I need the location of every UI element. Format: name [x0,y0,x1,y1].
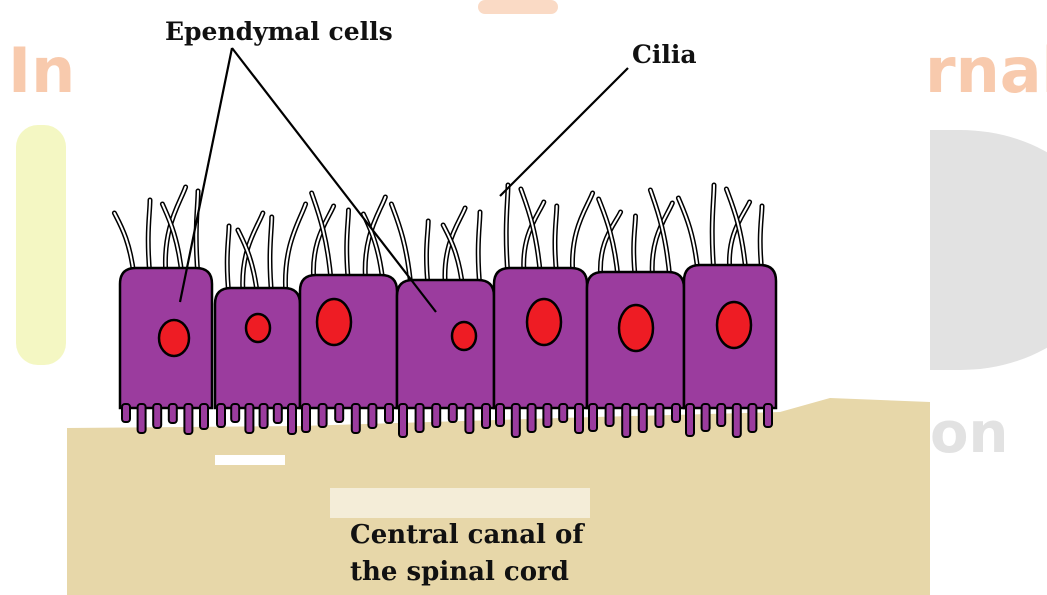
cilia [227,204,305,296]
ependymal-cell [114,187,212,434]
pointer-line-ependymal-2 [232,48,436,312]
basal-process [335,404,343,422]
label-canal-line2: the spinal cord [350,557,569,587]
basal-process [528,404,536,432]
basal-process [153,404,161,428]
basal-process [622,404,630,437]
basal-process [543,404,551,427]
cells-layer [114,185,776,437]
basal-process [606,404,614,426]
watermark-yellow-bar [16,125,66,365]
basal-process [764,404,772,427]
basal-process [260,404,268,428]
nucleus [317,299,351,345]
basal-process [352,404,360,433]
basal-process [672,404,680,422]
basal-process [686,404,694,436]
watermark-top-blob [478,0,558,14]
basal-process [184,404,192,434]
basal-process [274,404,282,423]
cilia [312,193,386,283]
basal-process [465,404,473,433]
basal-process [575,404,583,433]
basal-process [245,404,253,433]
nucleus [527,299,561,345]
ependymal-cell [300,193,397,433]
pointer-line-ependymal-1 [180,48,232,302]
ependymal-cell [678,185,776,437]
ependymal-cell [391,204,494,437]
nucleus [717,302,751,348]
cilia [114,187,198,276]
basal-process [512,404,520,437]
basal-process [589,404,597,431]
pointer-line-cilia [500,68,628,196]
cilia [506,185,592,276]
cilium [678,198,698,273]
basal-process [217,404,225,427]
basal-process [432,404,440,427]
ependymal-cell [494,185,593,437]
basal-process [138,404,146,433]
label-ependymal-cells: Ependymal cells [165,17,393,46]
basal-process [733,404,741,437]
basal-process [302,404,310,432]
basal-process [399,404,407,437]
basal-process [319,404,327,427]
basal-process [655,404,663,427]
basal-process [200,404,208,429]
watermark-text-bottom-right: on [930,401,1008,466]
basal-process [449,404,457,422]
basal-process [169,404,177,423]
cilia [678,185,762,273]
basal-process [122,404,130,422]
ependymal-cell [587,190,684,437]
canal-white-patch-2 [330,488,590,518]
basal-process [416,404,424,432]
basal-process [748,404,756,432]
watermark-gray-arc [930,130,1047,370]
cell-body [397,280,494,408]
nucleus [159,320,189,356]
watermark-text-left: In [8,34,75,107]
basal-process [702,404,710,431]
basal-process [496,404,504,426]
cell-body [300,275,397,408]
nucleus [452,322,476,350]
label-cilia: Cilia [632,40,697,69]
canal-white-patch [215,455,285,465]
basal-process [639,404,647,432]
basal-process [368,404,376,428]
basal-process [231,404,239,422]
basal-process [559,404,567,422]
basal-process [717,404,725,426]
cilium [114,213,134,276]
cilia [391,204,480,288]
watermark-text-right: rnal [925,34,1047,107]
basal-process [385,404,393,423]
cilia [599,190,673,280]
ependymal-cell [215,204,306,434]
basal-process [482,404,490,428]
basal-process [288,404,296,434]
label-canal-line1: Central canal of [350,520,585,550]
cell-body [215,288,300,408]
nucleus [246,314,270,342]
nucleus [619,305,653,351]
